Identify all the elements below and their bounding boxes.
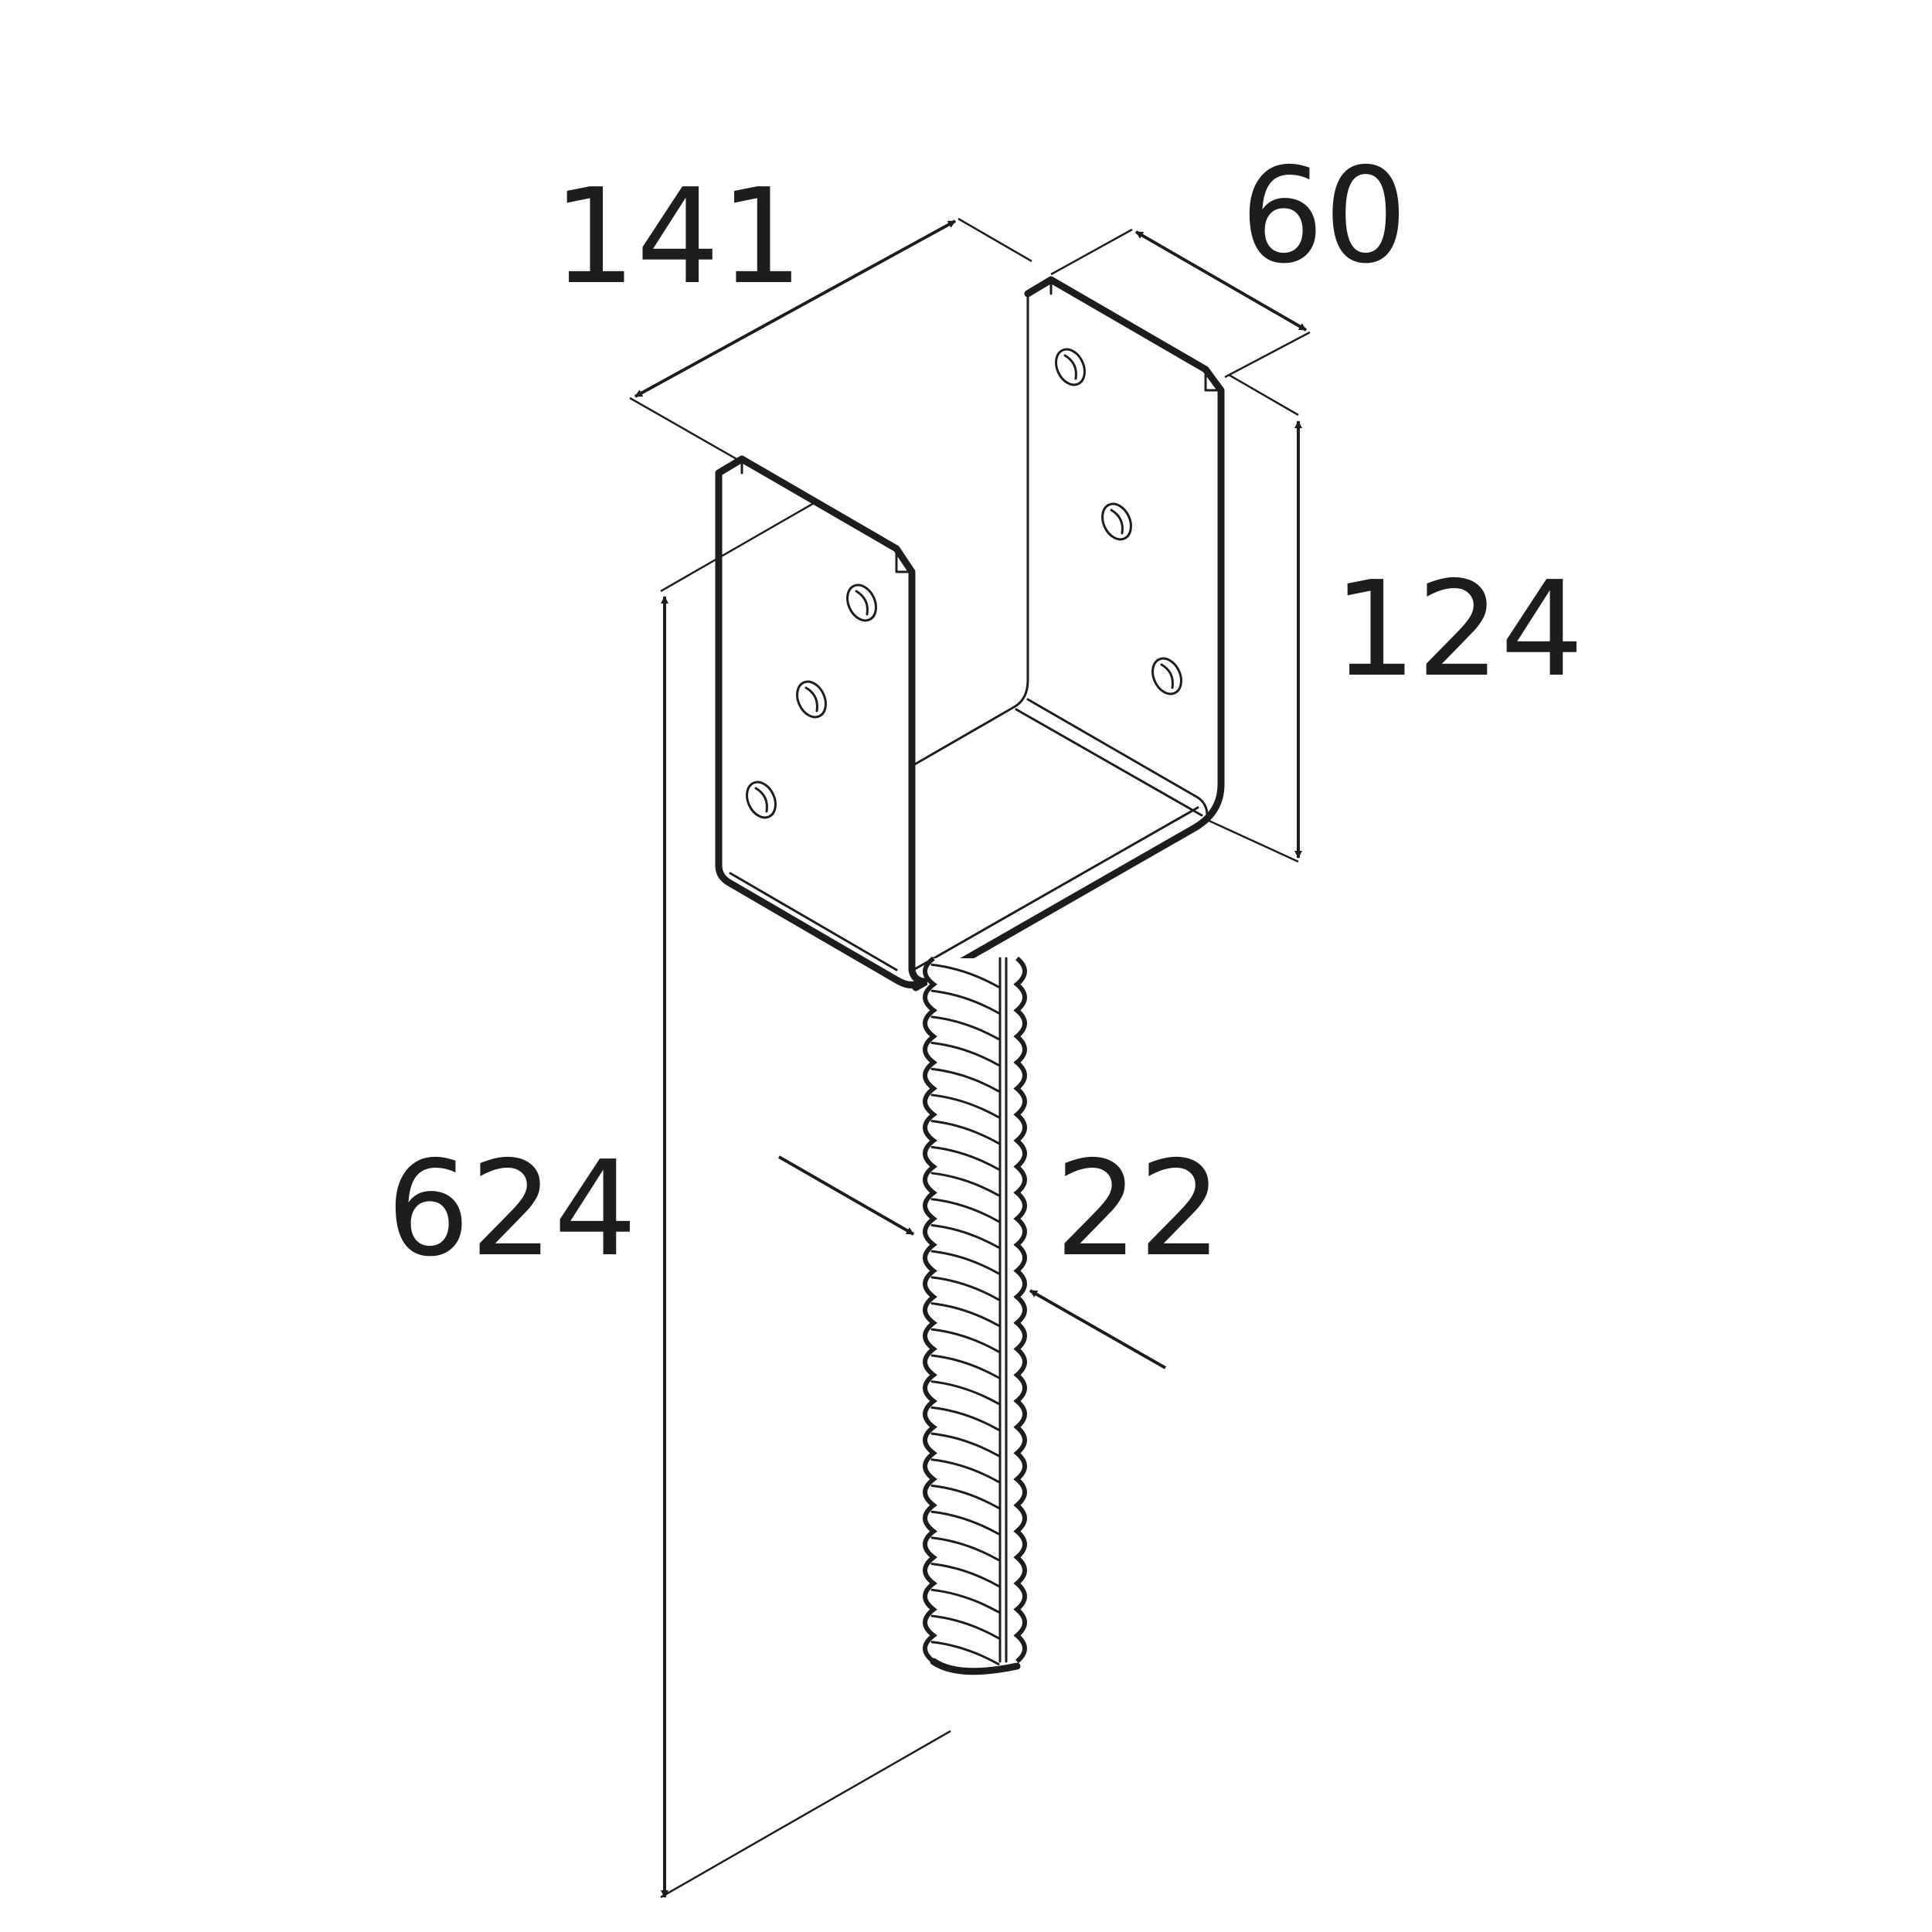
rod-diameter-label: 22 (1055, 1133, 1223, 1286)
front-plate (715, 455, 927, 985)
u-bracket (715, 276, 1225, 992)
back-plate (912, 276, 1225, 992)
diameter-arrow-left (778, 1155, 914, 1236)
diameter-arrow-right (1029, 1289, 1166, 1369)
bracket-height-label: 124 (1333, 553, 1584, 706)
hole (1151, 657, 1182, 696)
dimension-lines (629, 217, 1311, 1899)
fixing-holes (746, 348, 1182, 819)
depth-label: 60 (1240, 140, 1408, 293)
width-label: 141 (553, 161, 804, 314)
ribbed-rod (923, 956, 1027, 1675)
depth-dimension-line (1135, 230, 1307, 332)
hole (1101, 502, 1132, 541)
hole (1055, 348, 1086, 386)
hole (796, 680, 827, 719)
hole (746, 781, 777, 819)
width-dimension-line (634, 219, 956, 398)
total-height-label: 624 (386, 1133, 638, 1286)
hole (846, 583, 877, 622)
